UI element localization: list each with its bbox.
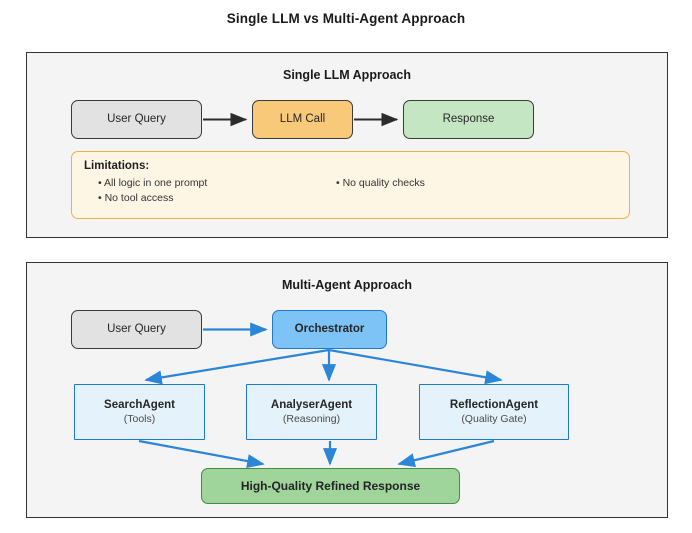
node-final-response-label: High-Quality Refined Response [240, 478, 421, 493]
limitation-item: All logic in one prompt [98, 176, 207, 191]
limitations-box: Limitations: All logic in one prompt No … [71, 151, 630, 219]
node-analyser-agent-label: AnalyserAgent [270, 398, 353, 411]
node-response: Response [403, 100, 534, 139]
node-final-response: High-Quality Refined Response [201, 468, 460, 504]
node-search-agent-sublabel: (Tools) [123, 413, 156, 426]
node-user-query-multi: User Query [71, 310, 202, 349]
node-reflection-agent-label: ReflectionAgent [449, 398, 539, 411]
node-llm-call-label: LLM Call [279, 113, 326, 126]
single-llm-panel-title: Single LLM Approach [282, 68, 411, 82]
node-analyser-agent-sublabel: (Reasoning) [282, 413, 341, 426]
limitation-item: No quality checks [336, 176, 425, 191]
node-reflection-agent: ReflectionAgent (Quality Gate) [419, 384, 569, 440]
node-reflection-agent-sublabel: (Quality Gate) [461, 413, 527, 426]
limitations-columns: All logic in one prompt No tool access N… [84, 176, 617, 210]
node-user-query-multi-label: User Query [107, 323, 166, 336]
node-user-query-single-label: User Query [107, 113, 166, 126]
limitations-column-left: All logic in one prompt No tool access [98, 176, 207, 206]
node-orchestrator-label: Orchestrator [294, 323, 365, 336]
limitations-title: Limitations: [84, 160, 150, 172]
node-user-query-single: User Query [71, 100, 202, 139]
node-search-agent-label: SearchAgent [104, 398, 175, 411]
node-llm-call: LLM Call [252, 100, 353, 139]
node-orchestrator: Orchestrator [272, 310, 387, 349]
node-analyser-agent: AnalyserAgent (Reasoning) [246, 384, 377, 440]
limitations-column-right: No quality checks [336, 176, 425, 191]
node-search-agent: SearchAgent (Tools) [74, 384, 205, 440]
limitation-item: No tool access [98, 191, 207, 206]
multi-agent-panel-title: Multi-Agent Approach [281, 278, 413, 292]
figure-title: Single LLM vs Multi-Agent Approach [226, 11, 466, 26]
node-response-label: Response [442, 113, 495, 126]
